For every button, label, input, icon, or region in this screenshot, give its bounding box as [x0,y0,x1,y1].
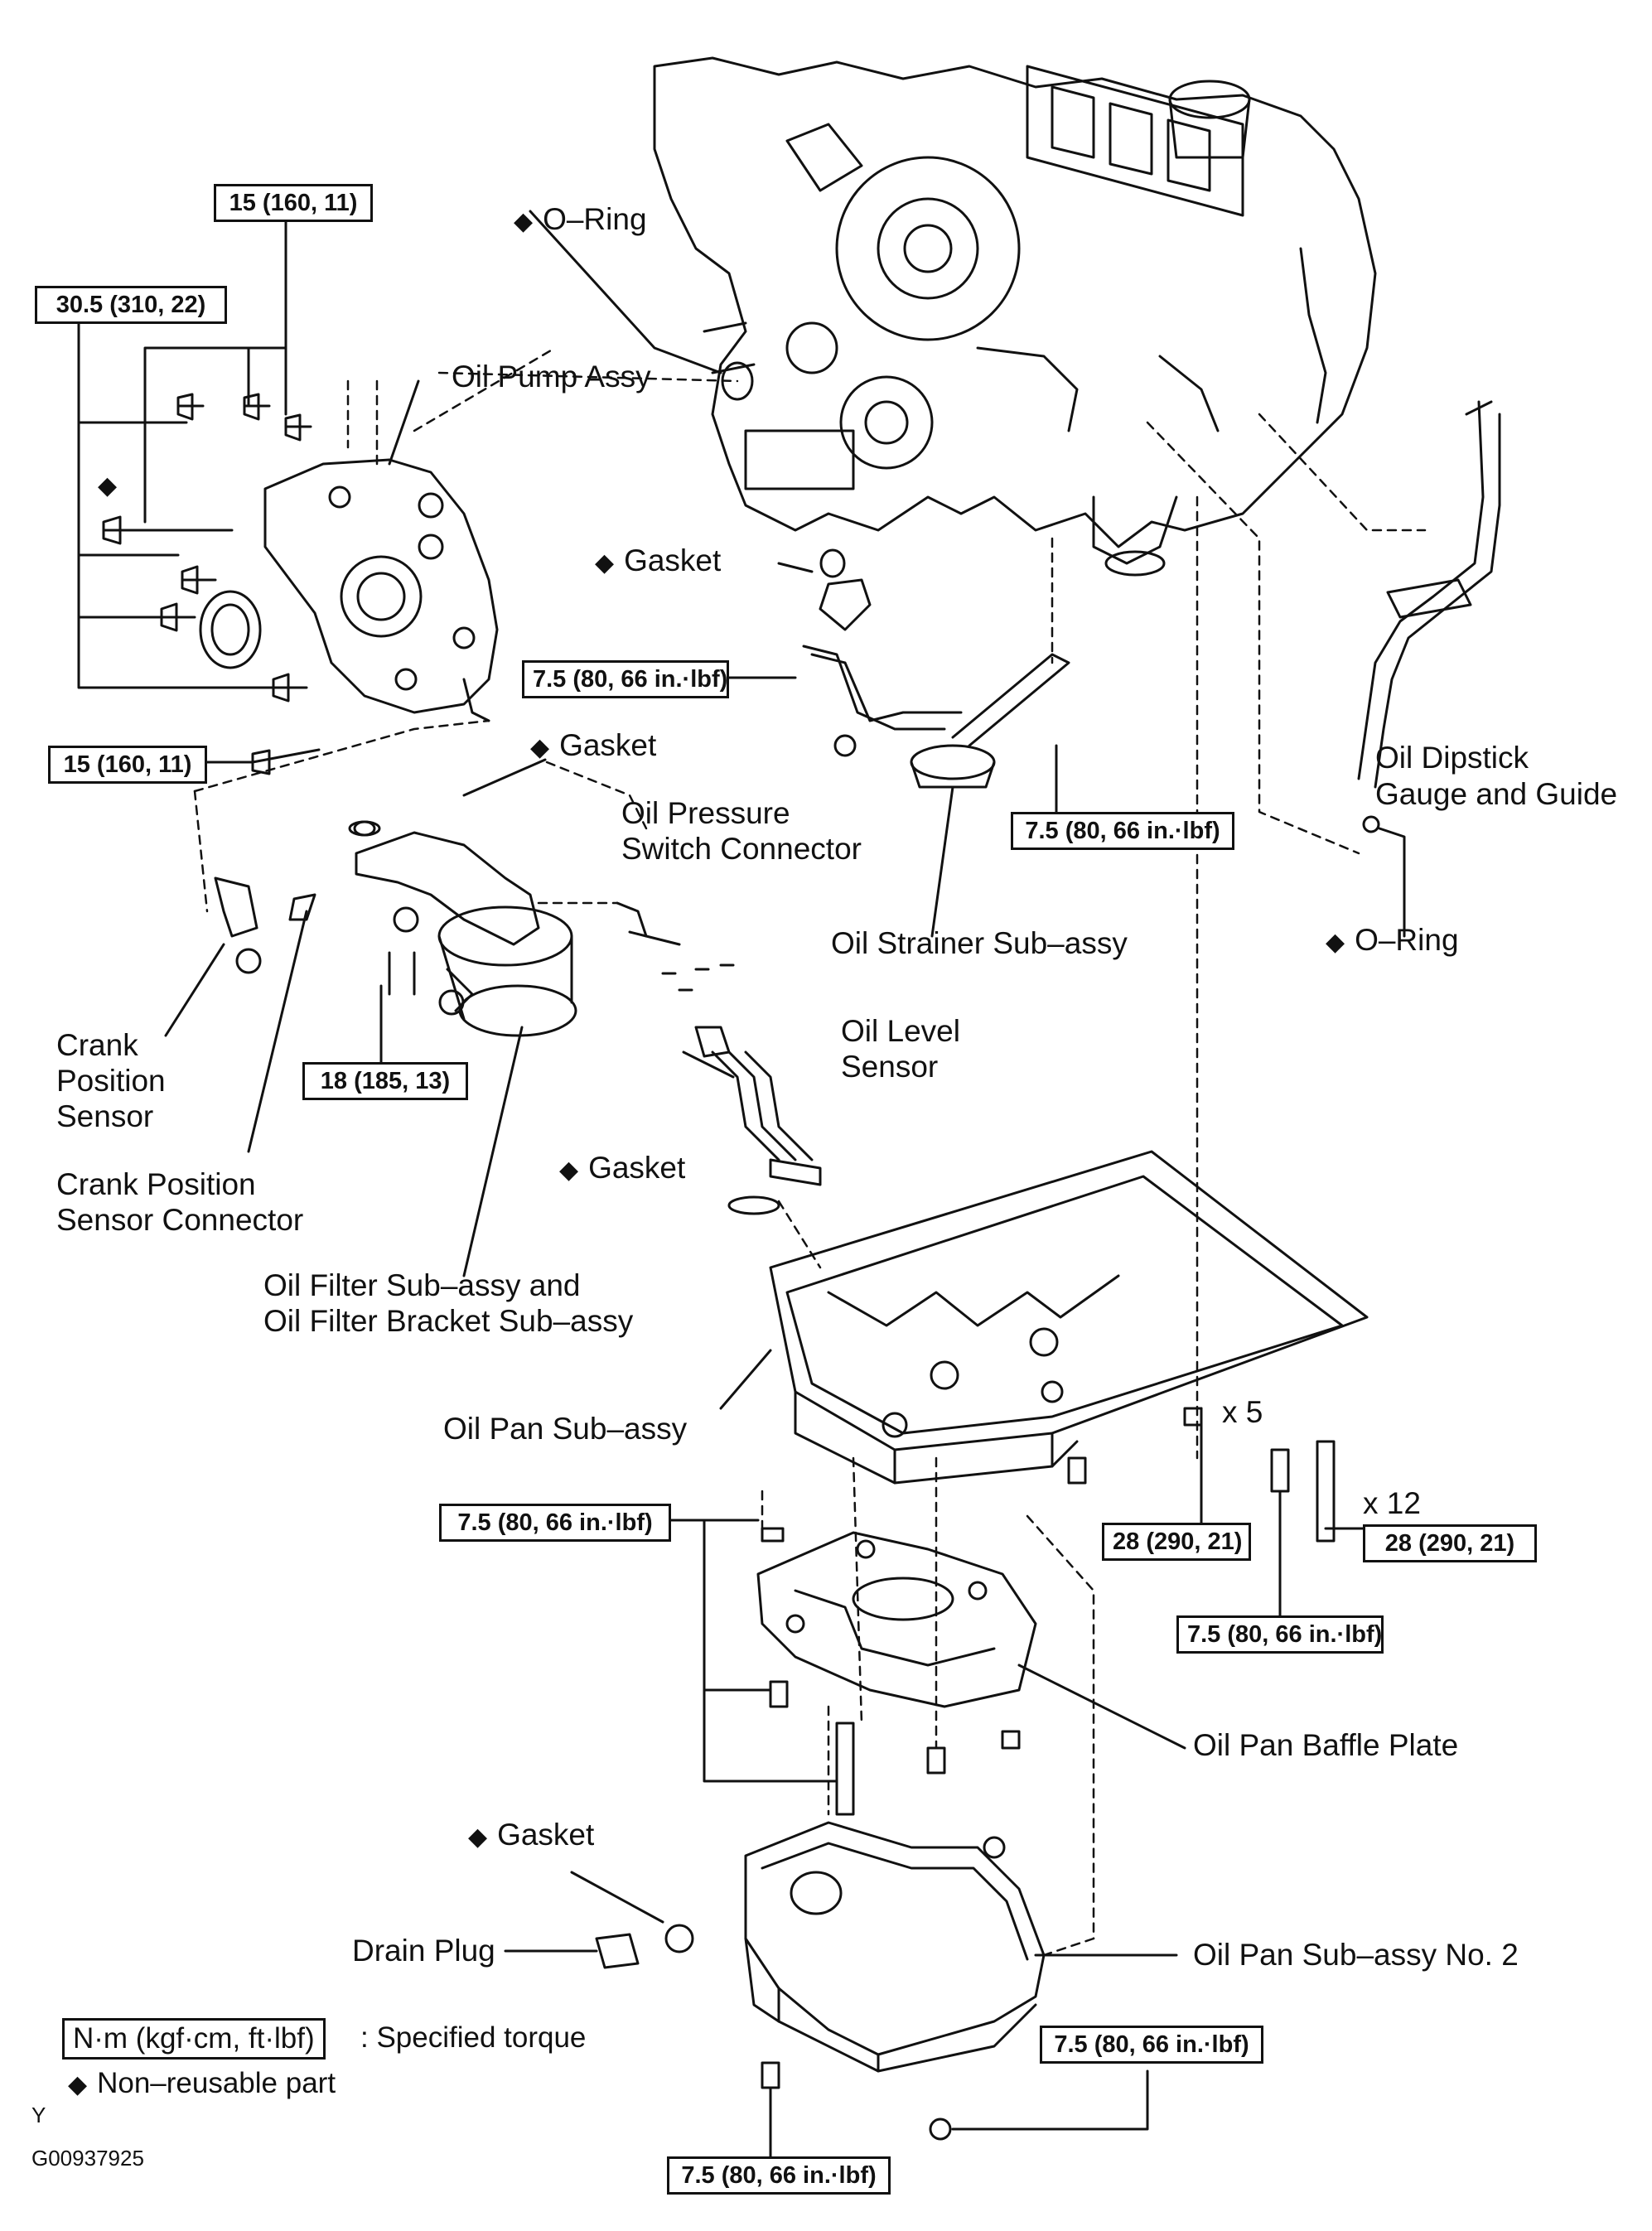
o-ring-bottom-label: O–Ring [1326,922,1458,961]
engine-block-drawing [653,56,1377,577]
torque-7-5-pan: 7.5 (80, 66 in.·lbf) [1176,1615,1384,1654]
gasket-filter-label: Gasket [530,727,656,766]
gasket-strainer-label: Gasket [595,543,721,582]
oil-pressure-switch-label-1: Oil Pressure [621,796,790,830]
oil-filter-drawing [214,820,681,1037]
oil-filter-label-2: Oil Filter Bracket Sub–assy [263,1304,634,1338]
torque-7-5-no2-bottom: 7.5 (80, 66 in.·lbf) [667,2156,891,2195]
torque-28-b: 28 (290, 21) [1363,1524,1537,1562]
oil-strainer-label: Oil Strainer Sub–assy [831,926,1128,960]
oil-pan-no2-label: Oil Pan Sub–assy No. 2 [1193,1938,1519,1972]
x5-quantity-label: x 5 [1222,1395,1263,1429]
oil-strainer-drawing [802,578,1070,789]
legend-torque-box: N·m (kgf·cm, ft·lbf) [62,2018,326,2060]
pump-bolts-drawing [102,393,321,775]
y-mark: Y [31,2103,46,2127]
oil-pan-label: Oil Pan Sub–assy [443,1412,688,1446]
torque-15-top: 15 (160, 11) [214,184,373,222]
torque-15-bottom: 15 (160, 11) [48,746,207,784]
oil-level-sensor-label-2: Sensor [841,1050,939,1084]
leader-lines [77,210,1406,2164]
oil-dipstick-label-1: Oil Dipstick [1375,741,1529,775]
torque-7-5-no2-right: 7.5 (80, 66 in.·lbf) [1040,2026,1263,2064]
crank-position-sensor-label-1: Crank [56,1028,138,1062]
torque-18: 18 (185, 13) [302,1062,468,1100]
torque-7-5-strainer-left: 7.5 (80, 66 in.·lbf) [522,660,729,698]
drain-plug-label: Drain Plug [352,1934,495,1968]
dashed-assembly-lines [193,346,1427,1957]
baffle-plate-drawing [756,1531,1037,1708]
oil-level-sensor-label-1: Oil Level [841,1014,960,1048]
oil-filter-label-1: Oil Filter Sub–assy and [263,1268,581,1302]
oil-pan-no2-drawing [595,1821,1046,2141]
gasket-drain-label: Gasket [468,1817,594,1856]
baffle-bolts-drawing [761,1407,1336,1816]
crank-position-sensor-label-3: Sensor [56,1099,154,1133]
x12-quantity-label: x 12 [1363,1486,1421,1520]
crank-position-connector-label-2: Sensor Connector [56,1203,304,1237]
legend-non-reusable: Non–reusable part [68,2065,336,2103]
torque-30-5: 30.5 (310, 22) [35,286,227,324]
oil-pump-assy-label: Oil Pump Assy [452,360,651,394]
non-reusable-marker: ◆ [98,472,118,500]
crank-position-connector-label-1: Crank Position [56,1167,256,1201]
legend-torque-desc: : Specified torque [360,2021,587,2054]
dipstick-drawing [1357,400,1501,833]
oil-dipstick-label-2: Gauge and Guide [1375,777,1618,811]
figure-id: G00937925 [31,2146,144,2171]
torque-7-5-strainer-right: 7.5 (80, 66 in.·lbf) [1011,812,1234,850]
torque-28-a: 28 (290, 21) [1102,1523,1251,1561]
crank-position-sensor-label-2: Position [56,1064,166,1098]
gasket-oil-level-label: Gasket [559,1150,685,1189]
o-ring-top-label: O–Ring [514,201,646,240]
oil-pan-drawing [769,1150,1369,1485]
oil-level-sensor-drawing [661,963,822,1215]
oil-pressure-switch-label-2: Switch Connector [621,832,862,866]
oil-pump-drawing [199,458,499,722]
oil-pan-baffle-label: Oil Pan Baffle Plate [1193,1728,1459,1762]
torque-7-5-baffle: 7.5 (80, 66 in.·lbf) [439,1504,671,1542]
